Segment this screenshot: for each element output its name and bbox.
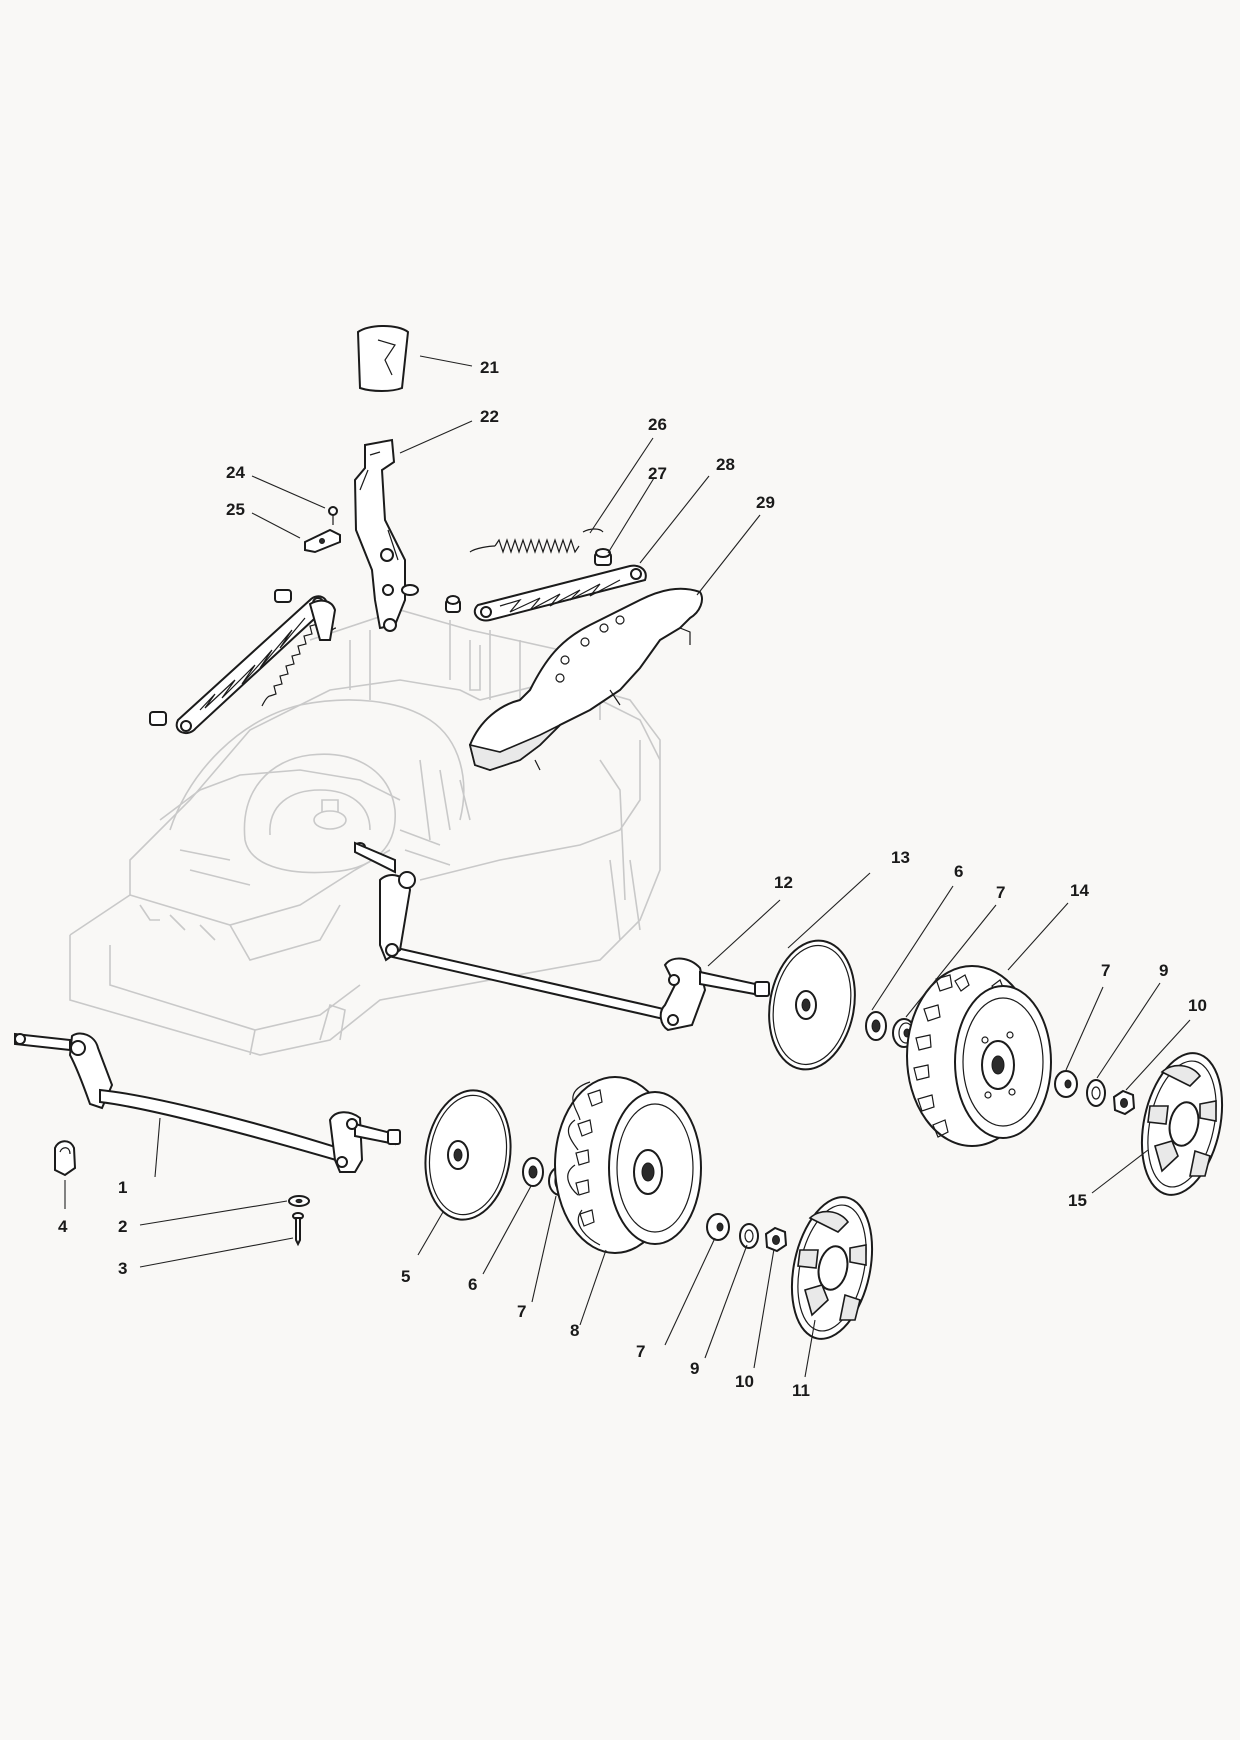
callout-3: 3: [118, 1259, 127, 1278]
part-13-wheel-disc: [768, 939, 856, 1071]
callout-22: 22: [480, 407, 499, 426]
part-8-wheel-front: [554, 1076, 702, 1254]
part-14-wheel-rear: [906, 965, 1052, 1147]
part-10-nut-rear: [1112, 1089, 1136, 1116]
part-6-washer-front: [522, 1157, 544, 1187]
callout-12: 12: [774, 873, 793, 892]
callout-7c: 7: [996, 883, 1005, 902]
callout-6b: 6: [954, 862, 963, 881]
part-22-adjust-lever: [353, 438, 419, 632]
callout-5: 5: [401, 1267, 410, 1286]
part-27-pivot-pin-rear: [149, 589, 292, 726]
callout-26: 26: [648, 415, 667, 434]
callout-7d: 7: [1101, 961, 1110, 980]
part-7-bearing-rear-outer: [1054, 1070, 1078, 1098]
part-10-nut-front: [764, 1226, 788, 1253]
callout-25: 25: [226, 500, 245, 519]
callout-10b: 10: [1188, 996, 1207, 1015]
part-11-hubcap-front: [790, 1196, 874, 1340]
callout-11: 11: [792, 1381, 810, 1400]
callout-9a: 9: [690, 1359, 699, 1378]
callout-21: 21: [480, 358, 499, 377]
part-21-handle-grip: [356, 325, 410, 392]
part-12-rear-axle: [354, 841, 770, 1032]
callout-15: 15: [1068, 1191, 1087, 1210]
callout-9b: 9: [1159, 961, 1168, 980]
callout-27: 27: [648, 464, 667, 483]
callout-24: 24: [226, 463, 245, 482]
part-26-spring-upper: [469, 528, 604, 554]
callout-10a: 10: [735, 1372, 754, 1391]
callout-13: 13: [891, 848, 910, 867]
callout-2: 2: [118, 1217, 127, 1236]
part-7-bearing-front-outer: [706, 1213, 730, 1241]
part-5-wheel-disc: [424, 1089, 512, 1221]
callout-labels: 21 22 24 25 26 27 28 29 1 2 3 4 5 6 7 8 …: [58, 358, 1207, 1400]
part-28-link-upper: [473, 564, 647, 622]
callout-29: 29: [756, 493, 775, 512]
part-28-link-lower: [175, 595, 337, 735]
part-25-clamp: [304, 528, 341, 554]
callout-28: 28: [716, 455, 735, 474]
part-3-bolt: [292, 1212, 304, 1247]
callout-4: 4: [58, 1217, 68, 1236]
part-27-pivot-pin-left: [445, 595, 461, 613]
part-27-pivot-pin: [594, 548, 612, 566]
part-6-washer-rear: [865, 1011, 887, 1041]
callout-6a: 6: [468, 1275, 477, 1294]
part-9-washer-front: [739, 1223, 759, 1249]
callout-1: 1: [118, 1178, 127, 1197]
part-15-hubcap-rear: [1140, 1052, 1224, 1196]
leader-lines: [64, 355, 1191, 1378]
part-24-screw: [328, 506, 338, 525]
part-29-adjust-cover: [468, 587, 703, 772]
part-2-washer: [288, 1195, 310, 1207]
part-4-clip: [54, 1140, 77, 1177]
part-9-washer-rear: [1086, 1079, 1106, 1107]
callout-7b: 7: [636, 1342, 645, 1361]
callout-8: 8: [570, 1321, 579, 1340]
callout-7a: 7: [517, 1302, 526, 1321]
callout-14: 14: [1070, 881, 1089, 900]
part-1-front-axle: [14, 1032, 401, 1173]
